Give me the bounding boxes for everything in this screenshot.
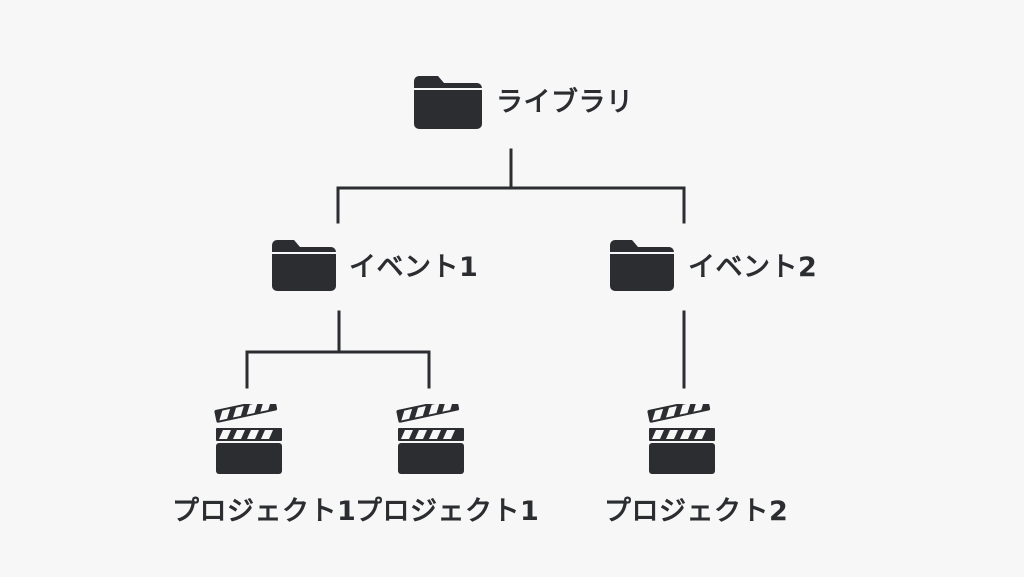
event1-label: イベント1	[349, 252, 479, 283]
project1b-label: プロジェクト1	[355, 496, 540, 527]
root-label: ライブラリ	[496, 87, 634, 118]
project2-clapperboard-icon	[646, 404, 718, 476]
project1a-label: プロジェクト1	[172, 496, 357, 527]
project1a-clapperboard-icon	[213, 404, 285, 476]
event1-folder-icon	[271, 238, 337, 292]
event2-folder-icon	[609, 238, 675, 292]
project2-label: プロジェクト2	[604, 496, 789, 527]
event2-label: イベント2	[688, 252, 818, 283]
root-folder-icon	[413, 74, 483, 130]
project1b-clapperboard-icon	[395, 404, 467, 476]
